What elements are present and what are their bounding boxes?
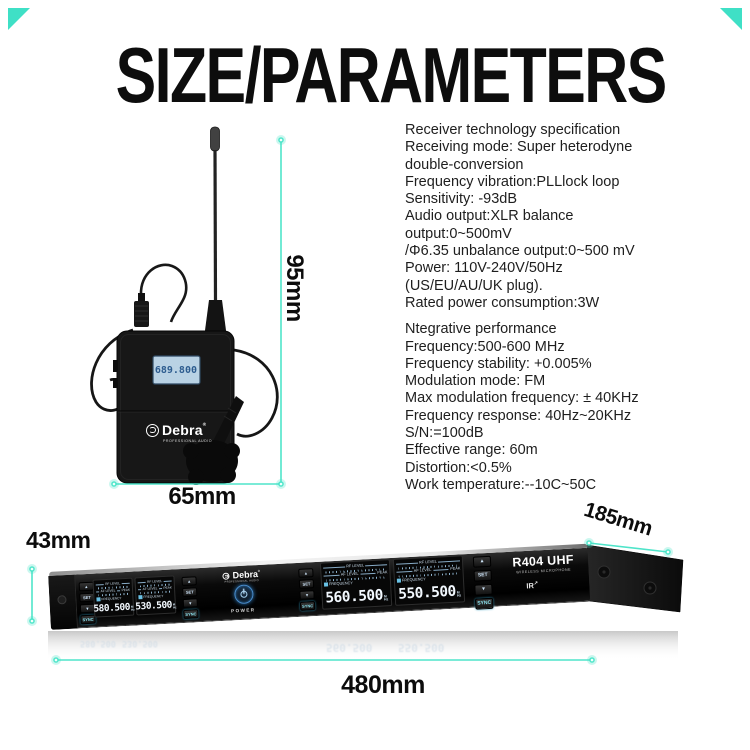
- side-button: [113, 360, 117, 372]
- up-button: ▲: [298, 568, 314, 578]
- spec-line: Frequency:500-600 MHz: [405, 338, 565, 355]
- set-button: SET: [298, 579, 315, 589]
- spec-line: /Φ6.35 unbalance output:0~500 mV: [405, 243, 635, 260]
- spec-line: Rated power consumption:3W: [405, 294, 600, 311]
- antenna-tip: [210, 126, 220, 152]
- spec-line: Frequency response: 40Hz~20KHz: [405, 407, 632, 424]
- frequency-value: 560.500: [324, 587, 384, 607]
- spec-line: Modulation mode: FM: [405, 373, 546, 390]
- button-column-2: ▲ SET ▼ SYNC: [181, 576, 199, 619]
- spec-line: (US/EU/AU/UK plug).: [405, 277, 543, 294]
- sync-button: SYNC: [183, 609, 199, 619]
- spec-line: S/N:=100dB: [405, 425, 484, 442]
- down-button: ▼: [299, 590, 315, 600]
- frequency-value: 580.500: [93, 601, 131, 615]
- plug-body: [134, 301, 149, 327]
- spec-line: Effective range: 60m: [405, 442, 538, 459]
- plug-tip: [138, 293, 145, 303]
- bodypack-transmitter-illustration: [90, 126, 279, 485]
- ir-arrow-icon: ↗: [533, 580, 539, 587]
- ir-port-label: IR↗: [526, 580, 539, 591]
- screw-icon: [57, 595, 67, 605]
- spec-line: output:0~500mV: [405, 225, 512, 242]
- mic-clip: [213, 396, 244, 448]
- reflection-text: 530.500: [122, 638, 158, 648]
- dimension-height-43mm: 43mm: [26, 527, 91, 553]
- plug-cable: [139, 263, 188, 323]
- reflection-text: 550.500: [398, 641, 445, 654]
- sync-button: SYNC: [474, 597, 494, 610]
- power-icon: [240, 590, 248, 598]
- mic-cable: [233, 348, 279, 438]
- button-column-4: ▲ SET ▼ SYNC: [472, 555, 494, 610]
- up-button: ▲: [472, 555, 492, 568]
- rack-ear: [48, 574, 78, 630]
- spec-line: Sensitivity: -93dB: [405, 191, 518, 208]
- spec-line: Frequency vibration:PLLlock loop: [405, 173, 620, 190]
- frequency-value: 550.500: [397, 583, 457, 603]
- dimension-width-65mm: 65mm: [168, 483, 236, 510]
- spec-line: Audio output:XLR balance: [405, 208, 574, 225]
- brand-subtitle: PROFESSIONAL AUDIO: [163, 438, 213, 443]
- receiver-reflection: [48, 631, 678, 660]
- debra-logo-icon: [146, 423, 159, 437]
- depth-185mm-line: [588, 542, 669, 553]
- spec-line: double-conversion: [405, 156, 524, 173]
- spec-text: Receiver technology specification Receiv…: [405, 122, 745, 494]
- button-column-3: ▲ SET ▼ SYNC: [298, 568, 316, 611]
- reflection-text: 580.500: [80, 638, 116, 648]
- brand-name: Debra: [162, 422, 203, 438]
- spec-line: Receiver technology specification: [405, 122, 621, 138]
- registered-mark: ®: [202, 422, 207, 427]
- measurement-lines: [31, 140, 669, 661]
- spec-line: Max modulation frequency: ± 40KHz: [405, 390, 639, 407]
- spec-line: Frequency stability: +0.005%: [405, 355, 592, 372]
- bodypack-lcd: [152, 355, 201, 385]
- corner-accent-right-icon: [720, 8, 742, 30]
- sync-button: SYNC: [299, 601, 316, 611]
- frequency-value: 530.500: [135, 599, 173, 613]
- antenna-base: [204, 300, 227, 338]
- spec-line: Power: 110V-240V/50Hz: [405, 260, 563, 277]
- spec-line: Receiving mode: Super heterodyne: [405, 139, 633, 156]
- set-button: SET: [182, 587, 198, 597]
- antenna-rod: [213, 149, 218, 304]
- bodypack-brand: Debra® PROFESSIONAL AUDIO: [146, 422, 236, 443]
- bodypack-lcd-value: 689.800: [154, 365, 197, 376]
- page-title: SIZE/PARAMETERS: [115, 31, 668, 119]
- spec-line: Ntegrative performance: [405, 321, 557, 338]
- set-button: SET: [473, 569, 493, 582]
- side-button: [113, 378, 117, 388]
- up-button: ▲: [181, 576, 197, 587]
- down-button: ▼: [474, 583, 493, 596]
- down-button: ▼: [182, 598, 199, 608]
- spec-line: Distortion:<0.5%: [405, 459, 512, 476]
- reflection-text: 560.500: [326, 641, 373, 654]
- dimension-height-95mm: 95mm: [281, 254, 308, 322]
- dimension-width-480mm: 480mm: [341, 671, 425, 699]
- corner-accent-left-icon: [8, 8, 30, 30]
- spec-line: Work temperature:--10C~50C: [405, 476, 597, 493]
- debra-logo-icon: [222, 572, 230, 580]
